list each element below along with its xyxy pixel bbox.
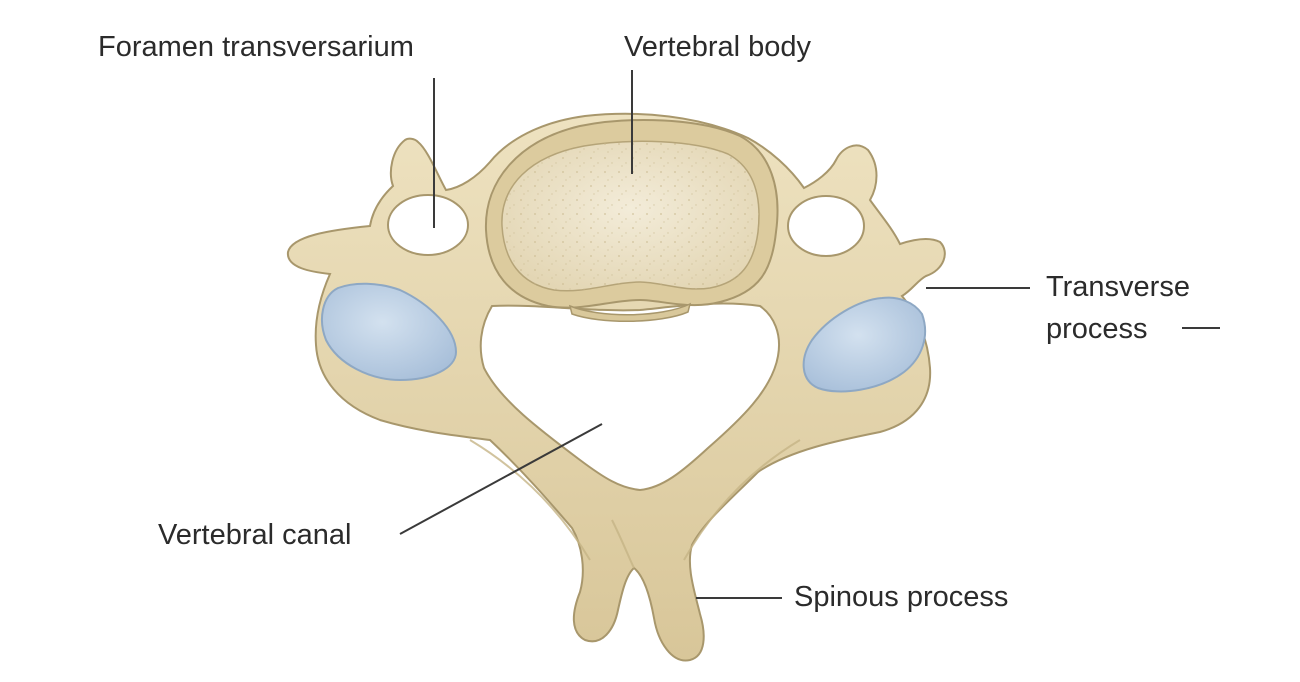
vertebral-canal-opening — [479, 302, 780, 492]
vertebral-body-texture — [501, 141, 759, 291]
body-lower-lip — [568, 302, 692, 323]
leader-lines — [399, 70, 1220, 599]
vertebra-bone — [286, 112, 946, 662]
label-vertebral-body: Vertebral body — [624, 31, 812, 63]
leader-vertebral-canal — [399, 423, 603, 535]
right-articular-facet — [802, 296, 927, 393]
label-transverse-process-line1: Transverse — [1046, 271, 1190, 303]
lamina-shading — [469, 439, 801, 569]
label-foramen-transversarium: Foramen transversarium — [98, 31, 414, 63]
right-foramen-transversarium — [787, 195, 865, 257]
label-transverse-process-line2: process — [1046, 313, 1148, 345]
left-foramen-transversarium — [387, 194, 469, 256]
labels: Foramen transversarium Vertebral body Tr… — [98, 31, 1190, 613]
label-vertebral-canal: Vertebral canal — [158, 519, 351, 551]
label-spinous-process: Spinous process — [794, 581, 1008, 613]
left-articular-facet — [321, 282, 458, 382]
